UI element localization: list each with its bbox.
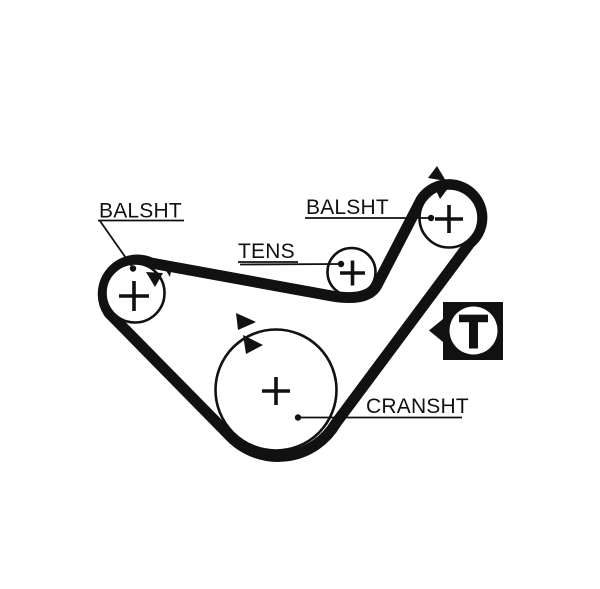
leader-dot-balsht-right: [427, 214, 435, 222]
leader-dot-cransht: [294, 414, 302, 421]
rotation-arrow-icon-balshaft-left-inner: [146, 272, 163, 287]
center-mark-crankshaft: [262, 377, 290, 405]
label-balsht-right: BALSHT: [306, 196, 389, 219]
center-mark-tensioner: [340, 260, 365, 286]
rotation-arrow-icon-balshaft-right-outer: [428, 166, 446, 181]
pulley-center-marks: [119, 205, 463, 405]
leader-lines: [98, 217, 462, 419]
leader-line-tens: [239, 263, 342, 266]
leader-dot-balsht-left: [129, 265, 137, 272]
rotation-arrow-icon-balshaft-left-outer: [163, 264, 172, 277]
center-mark-balance-shaft-left: [119, 281, 149, 311]
timing-mark-left-arrow-icon: [429, 319, 443, 342]
timing-belt: [97, 179, 488, 462]
timing-mark-badge: T: [429, 302, 503, 360]
center-mark-balance-shaft-right: [435, 205, 463, 233]
rotation-arrow-icon-crankshaft-inner: [243, 335, 263, 354]
rotation-arrow-icon-crankshaft-outer: [236, 313, 256, 330]
leader-line-balsht-left: [99, 220, 134, 269]
label-balsht-left: BALSHT: [99, 200, 182, 223]
label-cransht: CRANSHT: [366, 395, 469, 418]
rotation-arrow-icon-balshaft-right-inner: [433, 184, 449, 199]
leader-dots: [129, 214, 435, 421]
timing-mark-circle: [449, 306, 498, 355]
rotation-arrows: [146, 166, 449, 354]
label-tens: TENS: [238, 240, 295, 263]
timing-mark-letter: T: [460, 307, 488, 358]
leader-dot-tens: [337, 260, 345, 268]
